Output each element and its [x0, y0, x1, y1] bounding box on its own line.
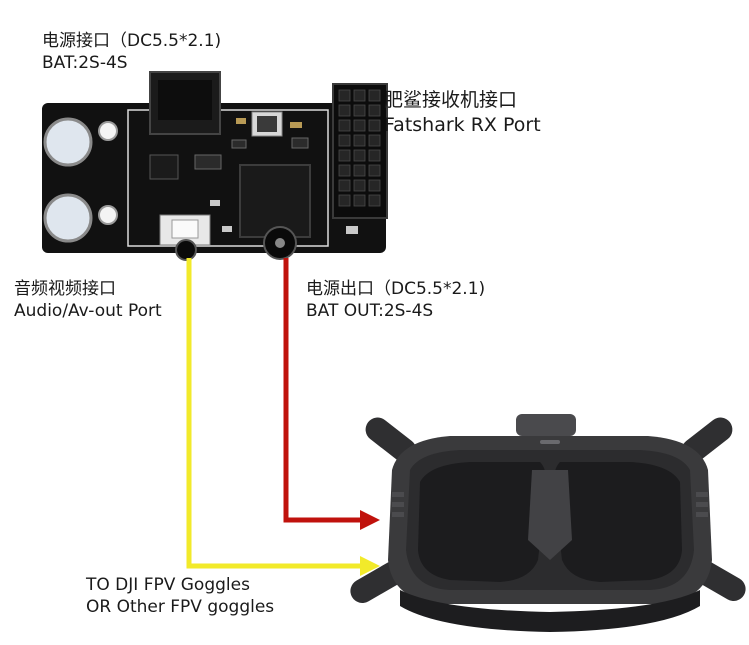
chip	[291, 137, 309, 149]
silkscreen-outline	[127, 109, 329, 247]
small-hole	[98, 121, 118, 141]
dc-output-pin	[275, 238, 285, 248]
label-power-output-en: BAT OUT:2S-4S	[306, 301, 434, 321]
dji-fpv-goggles	[350, 414, 746, 632]
chip	[194, 154, 222, 170]
power-wire-arrowhead	[360, 510, 380, 530]
face-foam	[400, 590, 700, 632]
antenna	[365, 417, 417, 463]
label-power-output: 电源出口（DC5.5*2.1) BAT OUT:2S-4S	[306, 278, 485, 322]
av-wire-arrowhead	[360, 556, 380, 576]
strap-mount	[516, 414, 576, 436]
smd-component	[222, 226, 232, 232]
smd-component	[236, 118, 246, 124]
label-power-input: 电源接口（DC5.5*2.1) BAT:2S-4S	[42, 30, 221, 74]
label-to-goggles: TO DJI FPV Goggles OR Other FPV goggles	[86, 574, 274, 618]
av-connector-inner	[171, 219, 199, 239]
label-power-input-cn: 电源接口（DC5.5*2.1)	[42, 31, 222, 51]
fpv-adapter-board	[42, 71, 388, 261]
dc-output-jack	[239, 164, 311, 238]
mounting-hole	[43, 117, 93, 167]
label-to-goggles-line2: OR Other FPV goggles	[86, 597, 275, 617]
mounting-hole	[43, 193, 93, 243]
chip	[149, 154, 179, 180]
av-socket	[175, 239, 197, 261]
label-fatshark-cn: 肥鲨接收机接口	[384, 89, 518, 111]
label-audio-cn: 音频视频接口	[14, 279, 116, 299]
logo-mark	[540, 440, 560, 444]
label-power-input-en: BAT:2S-4S	[42, 53, 128, 73]
side-vents	[392, 492, 708, 517]
chip	[231, 139, 247, 149]
small-hole	[98, 205, 118, 225]
smd-component	[290, 122, 302, 128]
av-wire	[186, 258, 368, 569]
smd-component	[346, 226, 358, 234]
smd-component	[210, 200, 220, 206]
label-fatshark-port: 肥鲨接收机接口 Fatshark RX Port	[384, 88, 541, 138]
right-lens	[553, 462, 682, 582]
label-to-goggles-line1: TO DJI FPV Goggles	[86, 575, 250, 595]
header-pins	[338, 89, 381, 207]
nose-bridge	[528, 470, 572, 560]
power-wire	[283, 258, 368, 523]
label-audio-port: 音频视频接口 Audio/Av-out Port	[14, 278, 162, 322]
left-lens	[418, 462, 547, 582]
dc-input-jack-face	[158, 80, 212, 120]
label-audio-en: Audio/Av-out Port	[14, 301, 162, 321]
label-power-output-cn: 电源出口（DC5.5*2.1)	[306, 279, 486, 299]
label-fatshark-en: Fatshark RX Port	[384, 114, 541, 136]
inductor-core	[257, 116, 277, 132]
